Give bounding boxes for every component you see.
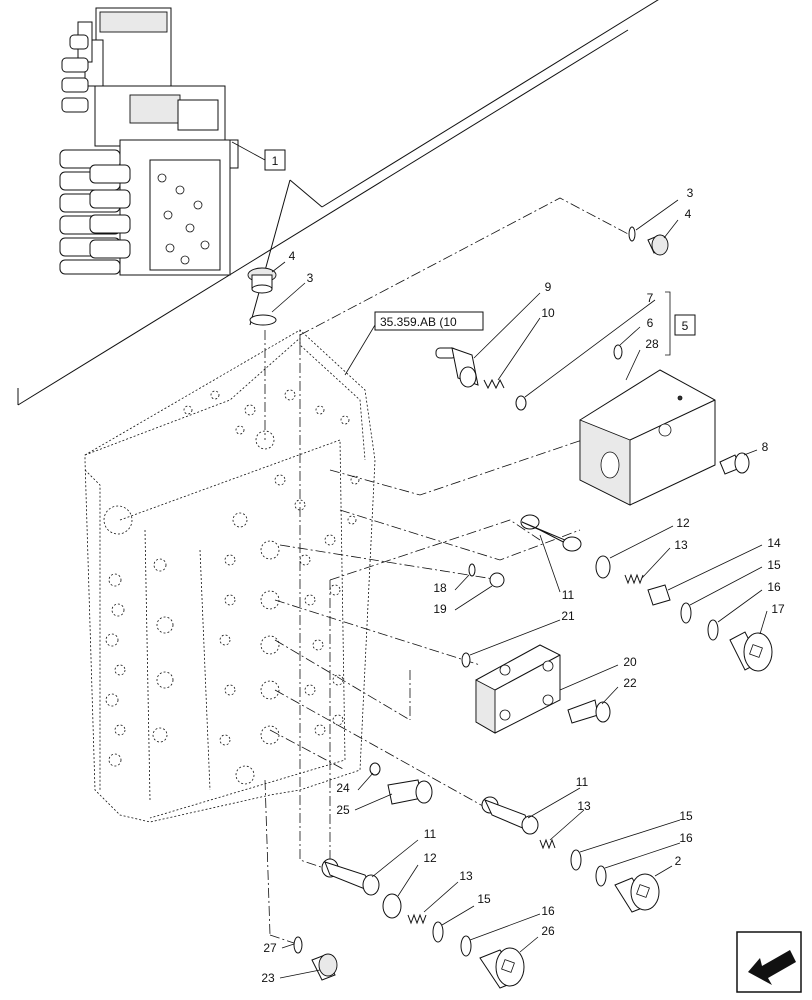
callout-label: 3 [687, 186, 694, 200]
callout-label: 3 [307, 271, 314, 285]
callout-label: 24 [336, 781, 350, 795]
reference-box-5-label: 5 [682, 319, 689, 333]
callout-label: 13 [674, 538, 688, 552]
ring-part-15-lower [432, 921, 444, 943]
plug-part-2 [614, 873, 660, 913]
callout-label: 13 [577, 799, 591, 813]
solenoid-block-28 [579, 369, 716, 506]
callout-label: 2 [675, 854, 682, 868]
callout-label: 15 [477, 892, 491, 906]
ring-part-15-upper [680, 602, 692, 624]
callout-label: 4 [289, 249, 296, 263]
callout-label: 12 [423, 851, 437, 865]
callout-label: 15 [767, 558, 781, 572]
callout-label: 7 [647, 291, 654, 305]
spool-part-11-upper [520, 514, 582, 552]
plug-part-4-top [628, 226, 669, 256]
spool-part-11-middle [481, 796, 539, 835]
screw-part-25 [387, 779, 433, 805]
screw-part-22 [567, 699, 611, 724]
spring-part-10 [483, 378, 505, 390]
callout-label: 11 [576, 775, 589, 789]
ring-part-27 [293, 936, 303, 954]
callout-label: 19 [433, 602, 447, 616]
callout-label: 10 [541, 306, 555, 320]
reference-box-1-label: 1 [272, 154, 279, 168]
callout-label: 15 [679, 809, 693, 823]
callout-label: 20 [623, 655, 637, 669]
ring-part-24 [369, 762, 381, 776]
ring-part-15-middle [570, 849, 582, 871]
callout-label: 27 [263, 941, 277, 955]
callout-label: 25 [336, 803, 350, 817]
assembly-axis-lines [264, 197, 701, 946]
plug-part-23 [311, 953, 338, 981]
callout-label: 11 [562, 588, 575, 602]
ring-part-16-lower [460, 935, 472, 957]
callout-label: 6 [647, 316, 654, 330]
ring-part-16-upper [707, 619, 719, 641]
valve-section-housing: 35.359.AB (10 [84, 311, 484, 823]
callout-label: 8 [762, 440, 769, 454]
sleeve-part-14 [647, 584, 671, 606]
callout-label: 13 [459, 869, 473, 883]
ring-part-7 [515, 395, 527, 411]
callout-label: 11 [424, 827, 437, 841]
ring-part-21 [461, 652, 471, 668]
callout-label: 4 [685, 207, 692, 221]
callout-label: 23 [261, 971, 275, 985]
plug-part-19 [489, 572, 505, 588]
callout-label: 16 [679, 831, 693, 845]
callout-label: 17 [771, 602, 785, 616]
washer-part-12-lower [382, 893, 402, 919]
callout-label: 28 [645, 337, 659, 351]
callout-label: 9 [545, 280, 552, 294]
reference-code-box [374, 311, 484, 331]
callout-label: 12 [676, 516, 690, 530]
callout-label: 26 [541, 924, 555, 938]
cover-plate-part-20 [475, 644, 561, 734]
callout-labels: 3 4 4 3 9 10 7 6 28 8 12 13 14 15 16 17 … [261, 186, 785, 985]
callout-label: 14 [767, 536, 781, 550]
callout-label: 16 [767, 580, 781, 594]
spring-part-13-lower [407, 913, 427, 925]
spring-part-13-upper [624, 573, 644, 585]
reference-code-label: 35.359.AB (10 [380, 315, 457, 329]
ring-part-16-middle [595, 865, 607, 887]
ring-part-18 [468, 563, 476, 577]
plug-part-4-left [247, 267, 277, 326]
arrow-left-icon[interactable] [736, 931, 802, 993]
spring-part-13-middle [539, 838, 556, 850]
screw-part-8 [719, 452, 750, 475]
callout-label: 22 [623, 676, 637, 690]
washer-part-12-upper [595, 555, 611, 579]
spool-part-11-lower [321, 858, 380, 896]
plug-part-17 [729, 631, 773, 672]
valve-assembly-overview: 1 [17, 0, 659, 406]
callout-label: 16 [541, 904, 555, 918]
reference-box-1 [264, 149, 286, 171]
callout-label: 18 [433, 581, 447, 595]
leader-lines [271, 199, 768, 979]
ring-part-6 [613, 344, 623, 360]
plug-part-26 [479, 947, 525, 989]
reference-box-5 [674, 314, 696, 336]
callout-label: 21 [561, 609, 575, 623]
spool-part-9 [435, 347, 479, 388]
